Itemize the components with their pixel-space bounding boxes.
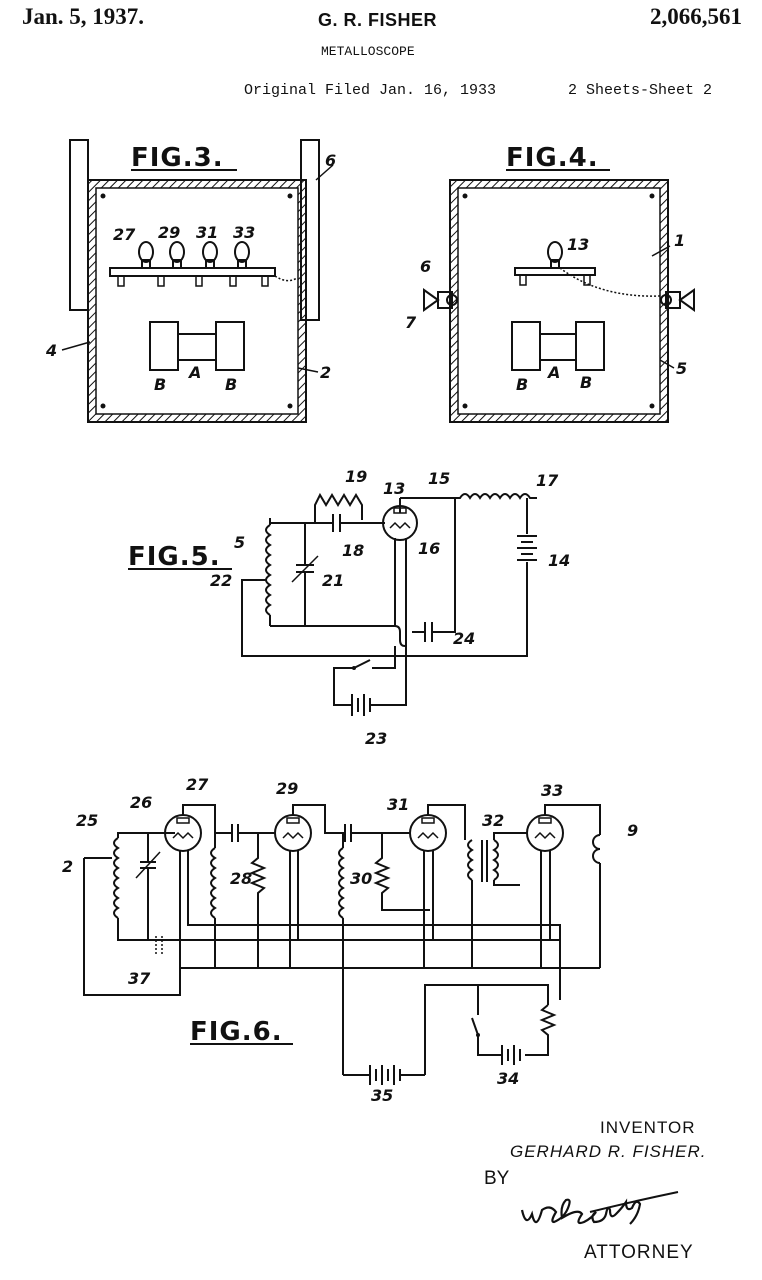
battery-14	[517, 535, 537, 561]
fig3-label-33: 33	[233, 223, 255, 242]
wing-nut-right	[660, 288, 695, 312]
fig3-label-31: 31	[196, 223, 218, 242]
tube-29	[274, 814, 312, 852]
patent-date: Jan. 5, 1937.	[22, 4, 145, 29]
box4-interior	[457, 187, 661, 415]
fig3-label-27: 27	[113, 225, 136, 244]
patent-number: 2,066,561	[650, 4, 742, 29]
fig3-label-4: 4	[45, 341, 57, 360]
fig6-label-37: 37	[128, 969, 151, 988]
lamp-shelf	[109, 267, 276, 277]
fig5-label-14: 14	[548, 551, 570, 570]
resistor-lower	[525, 1004, 557, 1056]
coil-5	[265, 524, 272, 616]
figure-6: FIG.6. 27 29 31 33 26 32 9 25 2 28 30 37…	[62, 775, 638, 1105]
tube-31	[409, 814, 447, 852]
fig3-label-a: A	[187, 363, 201, 382]
plate-coil-1	[210, 847, 217, 919]
fig4-label-1: 1	[674, 231, 685, 250]
figure-5: FIG.5. 19 13 15 17 5 18 16 14 22 21 24 2…	[128, 467, 570, 748]
fig5-label-22: 22	[210, 571, 232, 590]
battery-23	[351, 694, 371, 716]
fig6-label-9: 9	[627, 821, 638, 840]
box-interior	[95, 187, 299, 415]
fig3-label-b-left: B	[154, 375, 166, 394]
fig6-label-35: 35	[371, 1086, 393, 1105]
resistor-30	[373, 833, 430, 911]
fig6-label-27: 27	[186, 775, 209, 794]
attorney-label: ATTORNEY	[584, 1242, 694, 1263]
fig5-label-23: 23	[365, 729, 387, 748]
transformer-32	[467, 839, 474, 881]
coil-2	[113, 837, 120, 919]
fig6-label-26: 26	[130, 793, 152, 812]
resistor-19	[314, 492, 363, 520]
fig5-label-13: 13	[383, 479, 405, 498]
fig6-caption: FIG.6.	[190, 1017, 283, 1047]
wing-nut-left	[423, 288, 458, 312]
inventor-header: G. R. FISHER	[318, 10, 438, 30]
fig4-label-5: 5	[676, 359, 687, 378]
fig5-label-18: 18	[342, 541, 364, 560]
headphone-9	[592, 834, 601, 850]
fig5-label-16: 16	[418, 539, 440, 558]
tube-33	[526, 814, 564, 852]
fig6-label-33: 33	[541, 781, 563, 800]
fig6-label-32: 32	[482, 811, 504, 830]
inventor-label: INVENTOR	[600, 1118, 696, 1137]
fig5-label-5: 5	[234, 533, 245, 552]
fig6-label-2: 2	[62, 857, 73, 876]
battery-35	[369, 1065, 401, 1085]
fig6-label-29: 29	[276, 779, 298, 798]
fig6-label-34: 34	[497, 1069, 519, 1088]
fig3-caption: FIG.3.	[131, 143, 224, 173]
patent-title: METALLOSCOPE	[321, 44, 415, 59]
resistor-28	[249, 833, 267, 968]
figure-3: FIG.3. 6 27 29 31 33 4 A B B 2	[45, 139, 336, 423]
fig3-label-b-right: B	[225, 375, 237, 394]
fig5-label-21: 21	[322, 571, 344, 590]
fig4-label-7: 7	[405, 313, 417, 332]
coil-b-right	[215, 321, 245, 371]
attorney-signature	[520, 1191, 679, 1225]
fig3-label-6: 6	[325, 151, 336, 170]
filing-date: Original Filed Jan. 16, 1933	[244, 82, 497, 99]
rail-left	[69, 139, 89, 311]
fig5-label-17: 17	[536, 471, 559, 490]
fig4-caption: FIG.4.	[506, 143, 599, 173]
fig6-label-28: 28	[230, 869, 252, 888]
inventor-name: GERHARD R. FISHER.	[510, 1142, 707, 1161]
sheet-count: 2 Sheets-Sheet 2	[568, 82, 713, 99]
fig4-label-6: 6	[420, 257, 431, 276]
fig4-label-b-left: B	[516, 375, 528, 394]
fig3-label-29: 29	[158, 223, 180, 242]
coil-17	[455, 493, 537, 500]
by-label: BY	[484, 1168, 510, 1189]
fig6-label-30: 30	[350, 869, 372, 888]
fig6-label-31: 31	[387, 795, 409, 814]
fig4-label-b-right: B	[580, 373, 592, 392]
battery-34	[501, 1045, 521, 1065]
fig4-label-13: 13	[567, 235, 589, 254]
fig5-label-19: 19	[345, 467, 367, 486]
fig5-label-24: 24	[453, 629, 475, 648]
fig5-label-15: 15	[428, 469, 450, 488]
plate-coil-2	[338, 847, 345, 919]
fig3-label-2: 2	[320, 363, 331, 382]
fig5-caption: FIG.5.	[128, 542, 221, 572]
fig4-label-a: A	[546, 363, 560, 382]
figure-4: FIG.4. 13 1 6 7 A B B 5	[405, 143, 695, 423]
fig6-label-25: 25	[76, 811, 98, 830]
